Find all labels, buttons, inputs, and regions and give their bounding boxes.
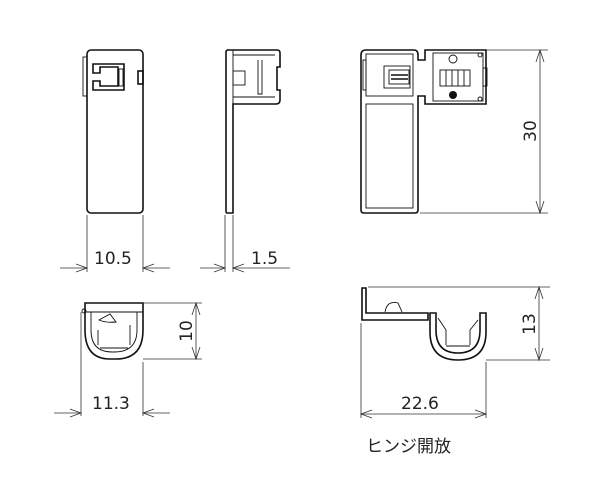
bottom-view (81, 302, 144, 360)
side-view (225, 49, 281, 214)
unfolded-view (360, 49, 488, 214)
dimension-lines (54, 48, 550, 419)
dim-height: 30 (521, 120, 541, 142)
dim-open-height: 13 (520, 313, 540, 335)
dim-bottom-width: 11.3 (92, 394, 130, 414)
dim-front-width: 10.5 (94, 249, 132, 269)
front-view (82, 49, 144, 214)
hinge-open-caption: ヒンジ開放 (366, 437, 451, 457)
hinge-open-view (361, 287, 487, 361)
dim-open-width: 22.6 (401, 394, 439, 414)
dim-side-thickness: 1.5 (251, 249, 278, 269)
dim-bottom-height: 10 (177, 320, 197, 342)
